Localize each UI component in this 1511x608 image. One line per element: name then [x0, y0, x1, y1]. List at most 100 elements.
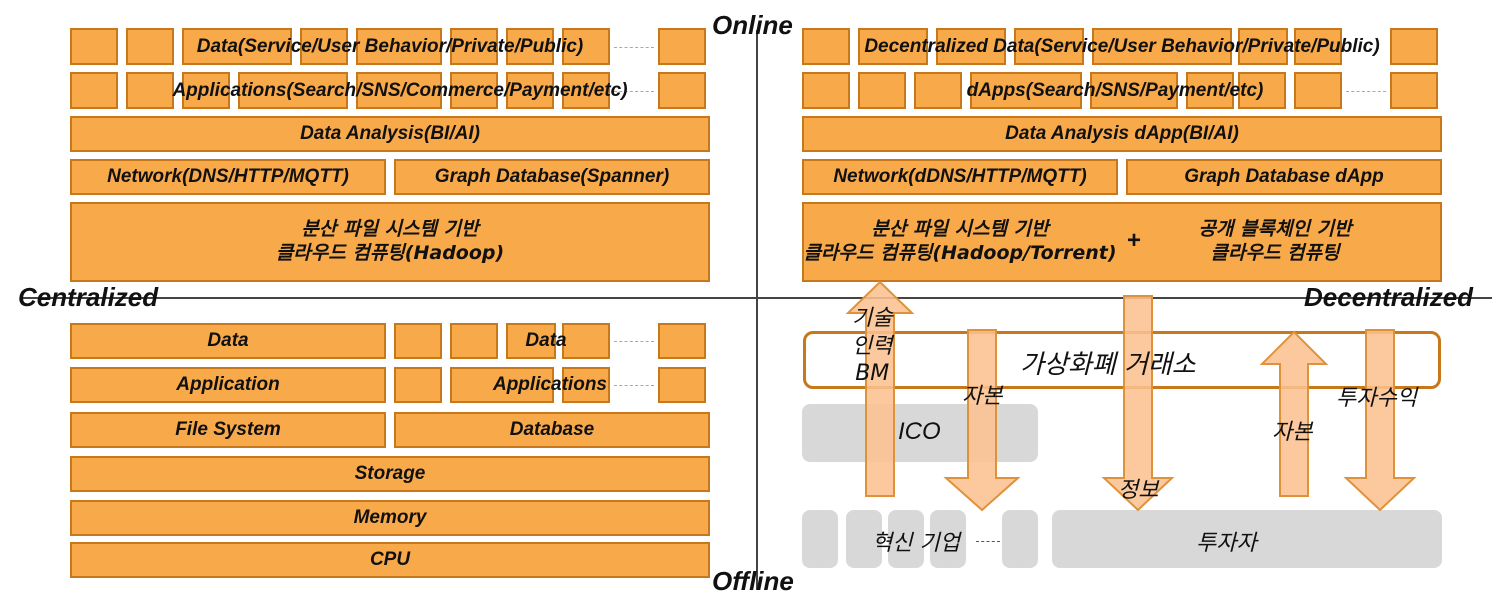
tr-dapp-cell: [914, 72, 962, 109]
bl-application-label: Application: [176, 374, 280, 396]
tr-dapp-cell: [1238, 72, 1286, 109]
tl-data-cell: [506, 28, 554, 65]
tr-cloud-right-line1: 공개 블록체인 기반: [1198, 218, 1352, 241]
tr-cloud-left-line1: 분산 파일 시스템 기반: [871, 218, 1049, 241]
tr-data-cell: [936, 28, 1006, 65]
br-tech-label: 기술 인력 BM: [852, 306, 893, 386]
tr-data-analysis-box: [802, 116, 1442, 152]
tl-graph-db-box: [394, 159, 710, 195]
tl-cloud-box: [70, 202, 710, 282]
horizontal-axis: [20, 297, 1492, 299]
tr-data-cell: [858, 28, 928, 65]
tl-cloud-label: 분산 파일 시스템 기반 클라우드 컴퓨팅(Hadoop): [70, 202, 710, 282]
bl-app-cell: [450, 367, 554, 403]
tr-dapp-cell: [1390, 72, 1438, 109]
tr-data-cell: [1092, 28, 1232, 65]
bl-app-cell: [562, 367, 610, 403]
tl-app-cell: [658, 72, 706, 109]
tl-cloud-line2: 클라우드 컴퓨팅(Hadoop): [275, 242, 505, 264]
tl-app-cell: [506, 72, 554, 109]
bl-data-cell: [658, 323, 706, 359]
axis-decentralized-label: Decentralized: [1304, 282, 1474, 312]
bl-data-cell: [506, 323, 556, 359]
tr-data-cell: [1238, 28, 1288, 65]
tr-data-cell: [802, 28, 850, 65]
tr-dapp-cell: [970, 72, 1082, 109]
br-investor-box: [1052, 510, 1442, 568]
tr-network-box: [802, 159, 1118, 195]
tl-data-analysis-label: Data Analysis(BI/AI): [300, 123, 480, 145]
bl-cpu-label: CPU: [369, 549, 411, 571]
bl-database-label: Database: [509, 419, 595, 441]
bl-app-cell: [658, 367, 706, 403]
tr-data-analysis-label: Data Analysis dApp(BI/AI): [1005, 123, 1239, 145]
tr-data-cell: [1390, 28, 1438, 65]
tl-data-label: Data(Service/User Behavior/Private/Publi…: [196, 35, 584, 57]
tr-network-label: Network(dDNS/HTTP/MQTT): [833, 166, 1087, 188]
br-info-label: 정보: [1118, 478, 1159, 503]
tl-app-cell: [182, 72, 230, 109]
tr-dapps-label: dApps(Search/SNS/Payment/etc): [966, 79, 1264, 101]
tl-data-cell: [450, 28, 498, 65]
tl-app-cell: [356, 72, 442, 109]
tr-graph-db-box: [1126, 159, 1442, 195]
bl-applications-label: Applications: [492, 374, 607, 396]
bl-memory-box: [70, 500, 710, 536]
tr-graph-db-label: Graph Database dApp: [1184, 166, 1384, 188]
tl-network-label: Network(DNS/HTTP/MQTT): [107, 166, 349, 188]
tl-data-dash: [614, 47, 654, 48]
tl-app-cell: [238, 72, 348, 109]
bl-app-cell: [394, 367, 442, 403]
tl-app-cell: [562, 72, 610, 109]
tr-cloud-left-line2: 클라우드 컴퓨팅(Hadoop/Torrent): [803, 242, 1117, 264]
tl-data-cell: [182, 28, 292, 65]
br-innovator-cell: [930, 510, 966, 568]
tr-cloud-right-line2: 클라우드 컴퓨팅: [1210, 242, 1340, 264]
tr-cloud-plus: +: [1126, 227, 1141, 254]
tr-dapp-dash: [1346, 91, 1386, 92]
bl-data-label: Data: [207, 330, 249, 352]
tr-cloud-box: [802, 202, 1442, 282]
tl-applications-label: Applications(Search/SNS/Commerce/Payment…: [172, 79, 628, 101]
br-exchange-label: 가상화폐 거래소: [1020, 350, 1196, 380]
tl-cloud-line1: 분산 파일 시스템 기반: [301, 218, 479, 241]
tl-data-analysis-box: [70, 116, 710, 152]
tr-data-cell: [1014, 28, 1084, 65]
tr-dapp-cell: [1294, 72, 1342, 109]
bl-file-system-box: [70, 412, 386, 448]
bl-data-cell: [562, 323, 610, 359]
tr-cloud-right-label: 공개 블록체인 기반 클라우드 컴퓨팅: [1160, 202, 1390, 282]
bl-database-box: [394, 412, 710, 448]
br-capital-down-label: 자본: [962, 384, 1003, 409]
tl-app-cell: [126, 72, 174, 109]
tl-data-cell: [300, 28, 348, 65]
tl-graph-db-label: Graph Database(Spanner): [434, 166, 670, 188]
bl-data-cell: [394, 323, 442, 359]
br-innovator-cell: [846, 510, 882, 568]
tl-data-cell: [70, 28, 118, 65]
axis-offline-label: Offline: [712, 566, 794, 596]
axis-centralized-label: Centralized: [18, 282, 159, 312]
tl-app-cell: [70, 72, 118, 109]
br-investors-label: 투자자: [1196, 531, 1257, 556]
tr-dapp-cell: [1186, 72, 1234, 109]
br-innovator-cell: [802, 510, 838, 568]
tr-dapp-cell: [802, 72, 850, 109]
bl-data-cell: [450, 323, 498, 359]
bl-app-dash: [614, 385, 654, 386]
bl-data-box: [70, 323, 386, 359]
br-innovators-label: 혁신 기업: [872, 531, 960, 556]
tr-data-cell: [1294, 28, 1342, 65]
tl-data-cell: [562, 28, 610, 65]
tr-dapp-cell: [858, 72, 906, 109]
tr-dapp-cell: [1090, 72, 1178, 109]
bl-storage-box: [70, 456, 710, 492]
br-capital-up-label: 자본: [1272, 420, 1313, 445]
bl-data-dash: [614, 341, 654, 342]
bl-file-system-label: File System: [175, 419, 281, 441]
bl-storage-label: Storage: [354, 463, 426, 485]
br-innovators-dash: [976, 541, 1000, 542]
br-innovator-cell: [888, 510, 924, 568]
tl-app-dash: [614, 91, 654, 92]
br-return-label: 투자수익: [1336, 386, 1417, 411]
